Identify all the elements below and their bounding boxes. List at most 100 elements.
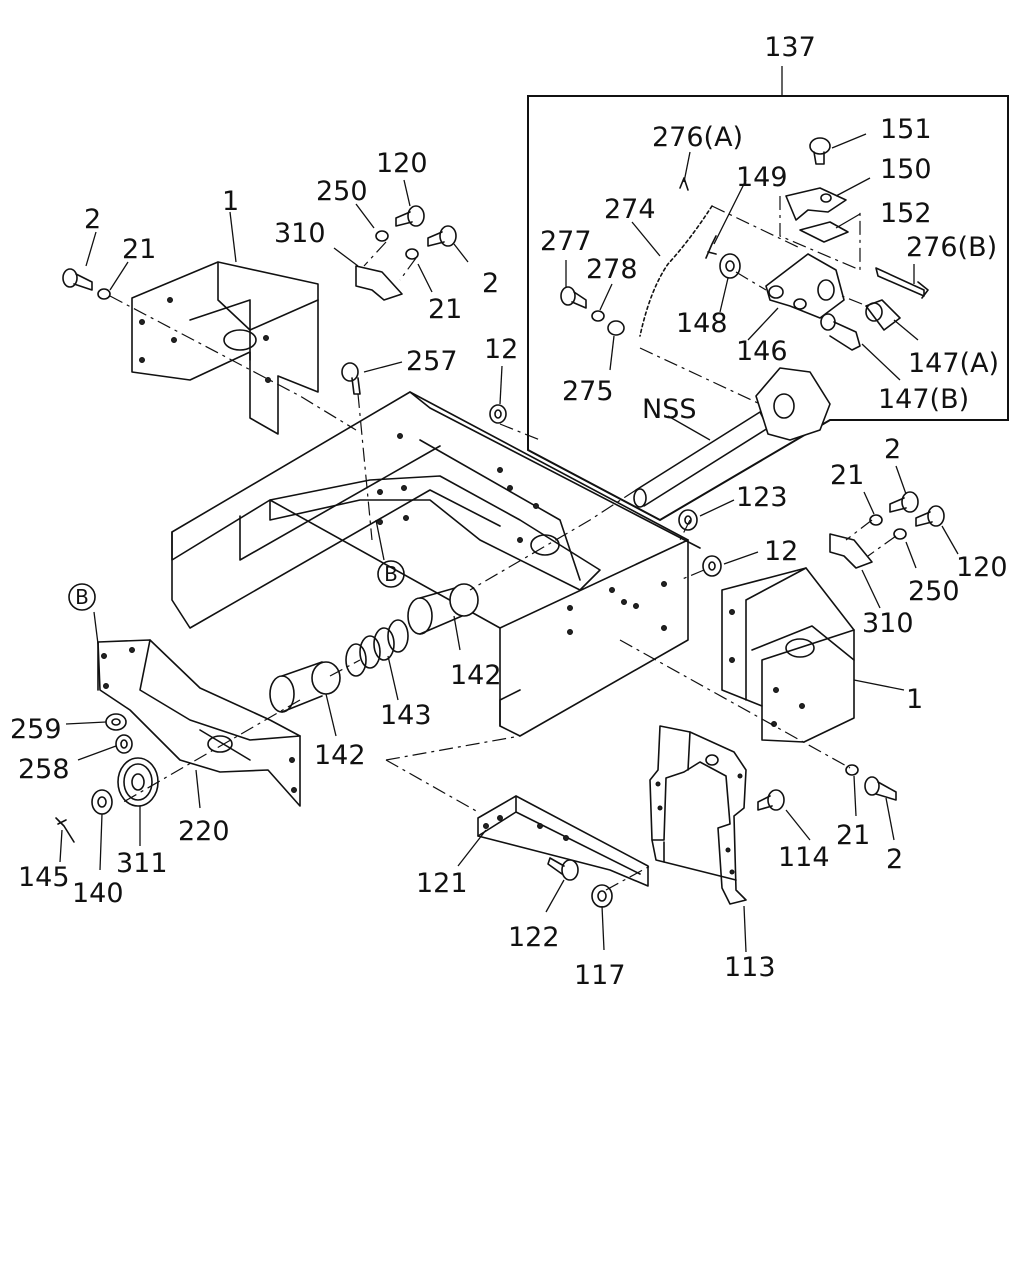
- label-311: 311: [116, 848, 168, 879]
- crossbar-121: [477, 795, 649, 887]
- nut-12-left: [489, 404, 507, 424]
- nut-258: [115, 734, 133, 754]
- bracket-left: [131, 261, 319, 435]
- lever-146: [765, 253, 845, 319]
- label-12-left: 12: [484, 334, 518, 365]
- nut-140: [91, 789, 113, 815]
- label-152: 152: [880, 198, 932, 229]
- bushing-142-lower: [269, 661, 341, 713]
- svg-text:B: B: [384, 562, 398, 586]
- label-21-right-bottom: 21: [836, 820, 870, 851]
- washer-21-left: [97, 288, 111, 300]
- washer-21-right-top: [869, 514, 883, 526]
- bolt-114: [757, 789, 785, 811]
- label-143: 143: [380, 700, 432, 731]
- label-149: 149: [736, 162, 788, 193]
- pulley-311: [117, 757, 159, 807]
- label-21-left: 21: [122, 234, 156, 265]
- label-2-right-top: 2: [884, 434, 901, 465]
- label-274: 274: [604, 194, 656, 225]
- clip-310-left: [355, 265, 403, 301]
- label-142-upper: 142: [450, 660, 502, 691]
- label-150: 150: [880, 154, 932, 185]
- label-121: 121: [416, 868, 468, 899]
- pin-276b: [875, 267, 929, 299]
- label-122: 122: [508, 922, 560, 953]
- pin-149: [705, 235, 717, 259]
- bolt-122: [547, 857, 579, 881]
- label-113: 113: [724, 952, 776, 983]
- bolt-2-mid: [427, 225, 457, 247]
- bushing-142-upper: [407, 583, 479, 635]
- label-220: 220: [178, 816, 230, 847]
- ref-b-upper: B: [377, 560, 405, 588]
- pin-276a: [679, 177, 689, 191]
- bolt-257: [341, 362, 361, 395]
- clip-310-right: [829, 533, 873, 569]
- shaft-nss: [633, 367, 831, 508]
- label-1-right: 1: [906, 684, 923, 715]
- label-145: 145: [18, 862, 70, 893]
- label-276a: 276(A): [652, 122, 743, 153]
- label-137: 137: [764, 32, 816, 63]
- bolt-120-right: [915, 505, 945, 527]
- washer-259: [105, 713, 127, 731]
- nut-148: [719, 253, 741, 279]
- label-276b: 276(B): [906, 232, 997, 263]
- washer-275: [607, 320, 625, 336]
- bolt-2-left: [62, 268, 93, 291]
- bolt-277: [560, 286, 587, 309]
- part-labels: 137 NSS 1 1 2 2 2 2 12 12 21 21 21 21 11…: [10, 32, 1008, 991]
- label-151: 151: [880, 114, 932, 145]
- label-120-left: 120: [376, 148, 428, 179]
- washer-250-left: [375, 230, 389, 242]
- washer-21-mid: [405, 248, 419, 260]
- label-250-right: 250: [908, 576, 960, 607]
- bolt-120-left: [395, 205, 425, 227]
- washer-278: [591, 310, 605, 322]
- label-257: 257: [406, 346, 458, 377]
- label-114: 114: [778, 842, 830, 873]
- nut-12-right: [702, 555, 722, 577]
- inset-box-137: [527, 66, 1009, 522]
- label-117: 117: [574, 960, 626, 991]
- label-21-right-top: 21: [830, 460, 864, 491]
- label-277: 277: [540, 226, 592, 257]
- label-140: 140: [72, 878, 124, 909]
- label-12-right: 12: [764, 536, 798, 567]
- latch-150: [785, 187, 847, 221]
- cotter-pin-145: [55, 817, 75, 843]
- label-250-left: 250: [316, 176, 368, 207]
- spring-152: [799, 221, 849, 243]
- label-2-left: 2: [84, 204, 101, 235]
- pin-147a: [865, 299, 901, 331]
- label-147b: 147(B): [878, 384, 969, 415]
- label-120-right: 120: [956, 552, 1008, 583]
- label-146: 146: [736, 336, 788, 367]
- label-nss: NSS: [642, 394, 696, 425]
- ref-b-lower: B: [68, 583, 96, 611]
- label-2-mid: 2: [482, 268, 499, 299]
- spring-143: [345, 619, 409, 677]
- label-148: 148: [676, 308, 728, 339]
- cross-member-220: [97, 639, 301, 807]
- washer-21-right-bottom: [845, 764, 859, 776]
- label-259: 259: [10, 714, 62, 745]
- label-258: 258: [18, 754, 70, 785]
- leader-lines: [59, 133, 959, 953]
- label-1-left: 1: [222, 186, 239, 217]
- alignment-lines: [109, 196, 897, 891]
- label-147a: 147(A): [908, 348, 999, 379]
- label-123: 123: [736, 482, 788, 513]
- label-275: 275: [562, 376, 614, 407]
- nut-123: [678, 509, 698, 531]
- label-278: 278: [586, 254, 638, 285]
- washer-250-right: [893, 528, 907, 540]
- bracket-right: [721, 567, 855, 743]
- chain-274: [639, 205, 713, 337]
- nut-117: [591, 884, 613, 908]
- svg-text:B: B: [75, 585, 89, 609]
- label-2-right-bottom: 2: [886, 844, 903, 875]
- label-310-left: 310: [274, 218, 326, 249]
